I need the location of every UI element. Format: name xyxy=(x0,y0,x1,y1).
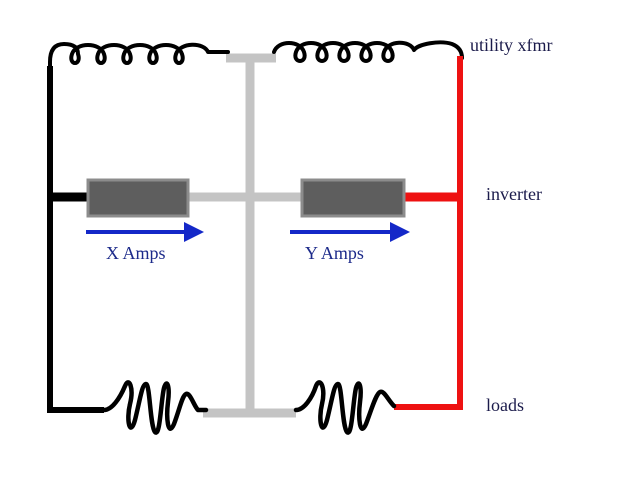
current-label-left: X Amps xyxy=(106,243,166,263)
utility-transformer-label: utility xfmr xyxy=(470,35,553,55)
left-line xyxy=(47,42,230,435)
current-label-right: Y Amps xyxy=(305,243,364,263)
neutral-bus xyxy=(188,53,304,418)
right-line xyxy=(272,40,464,435)
right-inverter-block xyxy=(300,178,406,218)
left-inverter-block xyxy=(86,178,190,218)
loads-label: loads xyxy=(486,395,524,415)
right-transformer-coil xyxy=(272,40,464,63)
right-load-resistor xyxy=(293,380,397,435)
left-load-resistor xyxy=(101,380,209,435)
inverter-label: inverter xyxy=(486,184,542,204)
left-transformer-coil xyxy=(48,42,230,70)
